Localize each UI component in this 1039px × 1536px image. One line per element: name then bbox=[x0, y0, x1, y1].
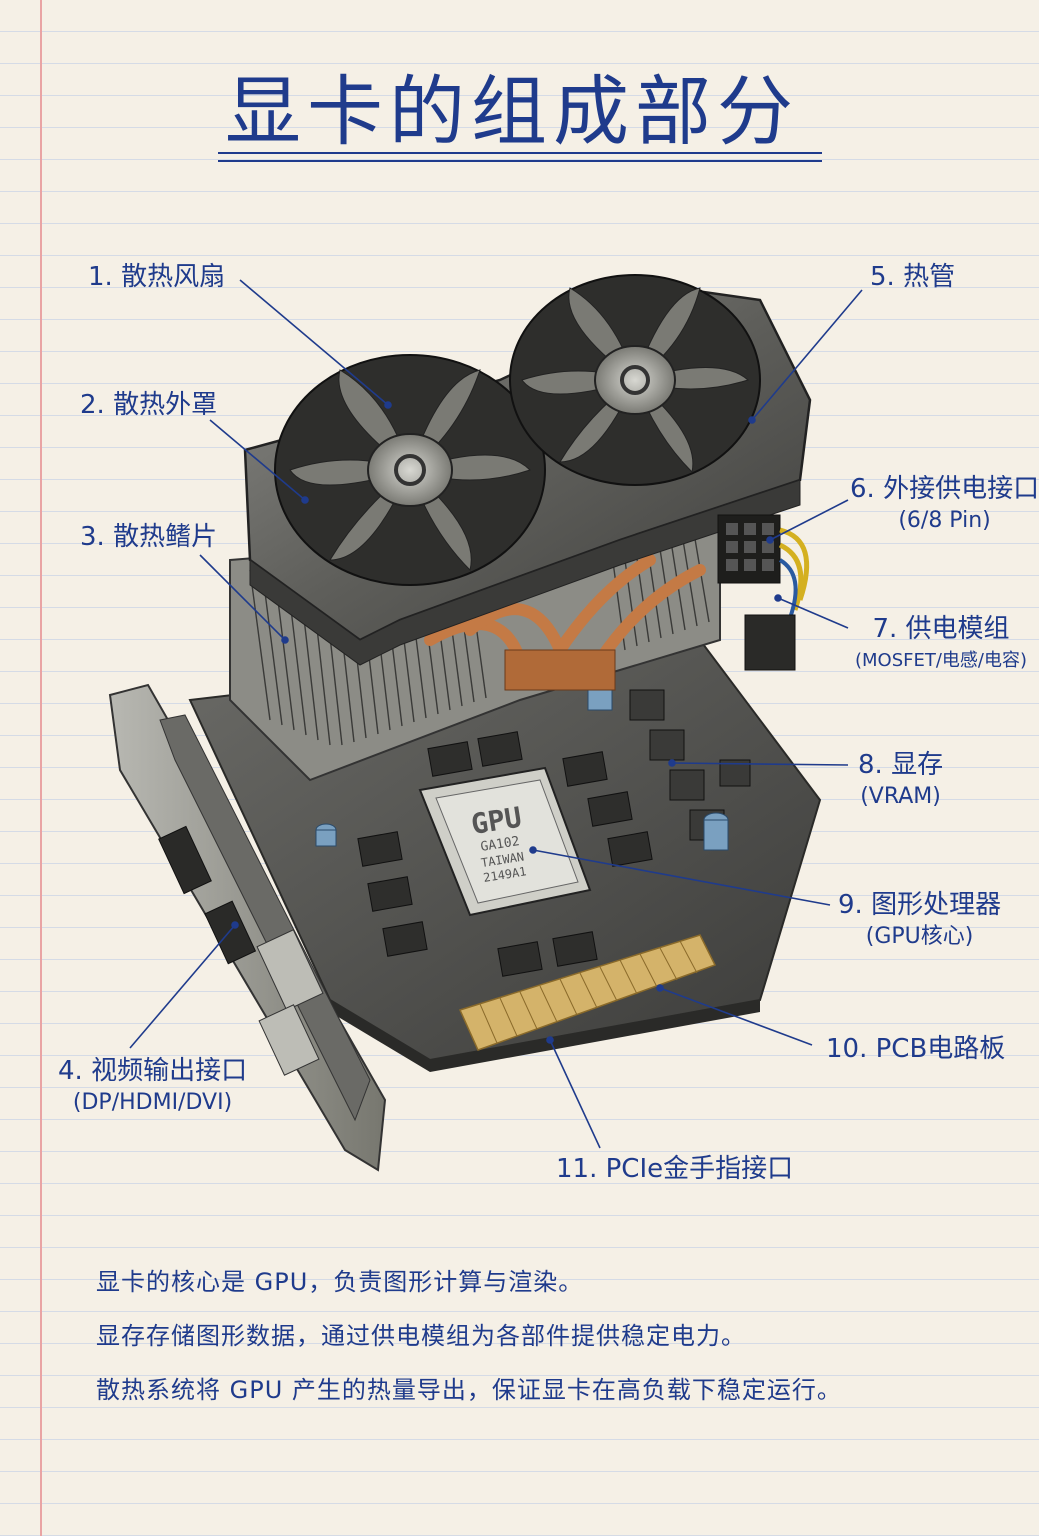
label-shroud: 2. 散热外罩 bbox=[80, 390, 218, 420]
label-power-connector: 6. 外接供电接口 (6/8 Pin) bbox=[850, 472, 1039, 536]
label-gpu: 9. 图形处理器 (GPU核心) bbox=[838, 888, 1001, 952]
label-pcie: 11. PCIe金手指接口 bbox=[556, 1154, 794, 1184]
label-vrm: 7. 供电模组 (MOSFET/电感/电容) bbox=[855, 612, 1027, 676]
label-vrm-title: 7. 供电模组 bbox=[872, 614, 1010, 644]
label-video-out: 4. 视频输出接口 (DP/HDMI/DVI) bbox=[58, 1054, 247, 1118]
summary-line-1: 显卡的核心是 GPU，负责图形计算与渲染。 bbox=[96, 1268, 584, 1296]
fan-right bbox=[509, 274, 761, 486]
io-bracket bbox=[108, 683, 387, 1172]
label-vram: 8. 显存 (VRAM) bbox=[858, 748, 943, 812]
label-gpu-sub: (GPU核心) bbox=[865, 924, 974, 949]
title-underline-second bbox=[218, 160, 822, 162]
label-vram-title: 8. 显存 bbox=[858, 750, 944, 780]
power-connector bbox=[717, 514, 810, 671]
summary-line-3: 散热系统将 GPU 产生的热量导出，保证显卡在高负载下稳定运行。 bbox=[96, 1376, 842, 1404]
gpu-chip bbox=[418, 766, 592, 917]
title-underline bbox=[218, 152, 822, 154]
label-pcb: 10. PCB电路板 bbox=[826, 1034, 1006, 1064]
label-power-connector-sub: (6/8 Pin) bbox=[898, 508, 991, 533]
label-fins: 3. 散热鳍片 bbox=[80, 522, 218, 552]
vram-chips bbox=[357, 731, 653, 977]
label-vram-sub: (VRAM) bbox=[860, 784, 941, 809]
label-gpu-title: 9. 图形处理器 bbox=[838, 890, 1002, 920]
label-video-out-sub: (DP/HDMI/DVI) bbox=[72, 1090, 233, 1115]
label-power-connector-title: 6. 外接供电接口 bbox=[850, 474, 1039, 504]
leader-lines bbox=[129, 279, 863, 1149]
heatpipe-base bbox=[504, 649, 616, 691]
label-video-out-title: 4. 视频输出接口 bbox=[58, 1056, 248, 1086]
label-fan: 1. 散热风扇 bbox=[88, 262, 226, 292]
vrm-components bbox=[315, 682, 751, 851]
fan-left bbox=[274, 354, 546, 586]
label-vrm-sub: (MOSFET/电感/电容) bbox=[855, 650, 1028, 671]
pcie-gold-fingers bbox=[458, 934, 717, 1051]
label-heatpipe: 5. 热管 bbox=[870, 262, 956, 292]
page-title: 显卡的组成部分 bbox=[225, 67, 799, 156]
summary-line-2: 显存存储图形数据，通过供电模组为各部件提供稳定电力。 bbox=[96, 1322, 746, 1350]
